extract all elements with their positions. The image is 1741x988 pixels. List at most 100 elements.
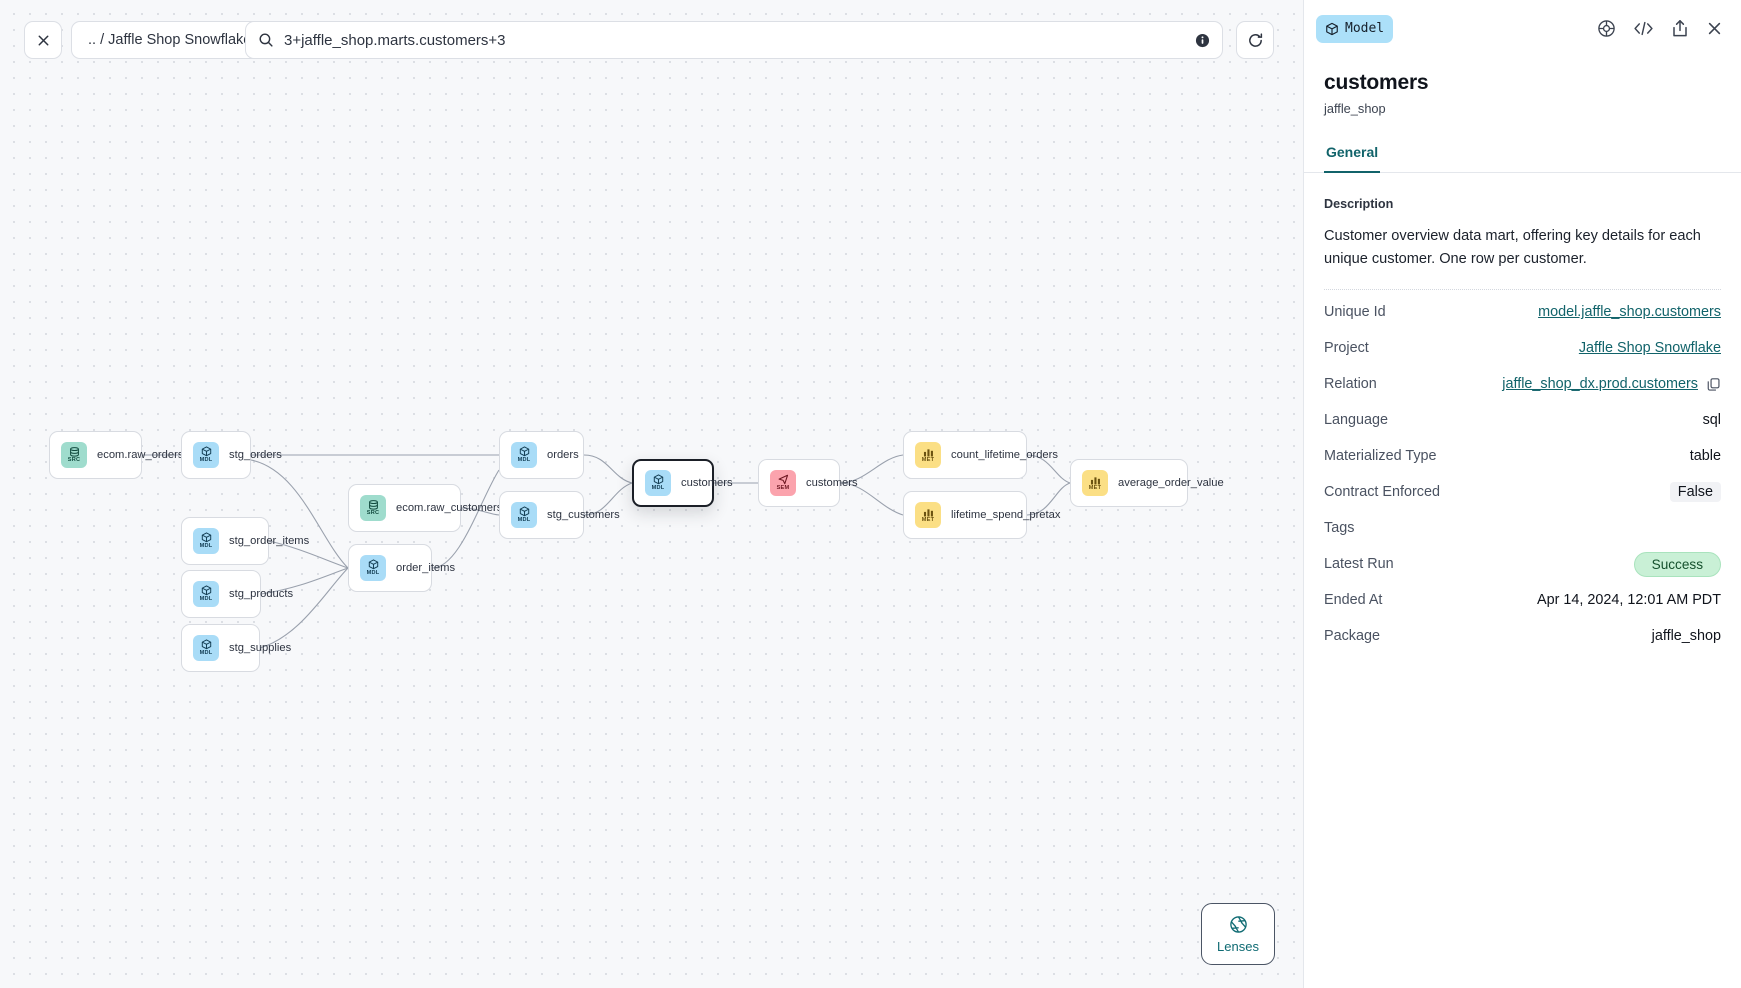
graph-node-label: count_lifetime_orders [951, 449, 1058, 461]
graph-node-orders[interactable]: MDL orders [499, 431, 584, 479]
mdl-badge-icon: MDL [511, 502, 537, 528]
mdl-badge-icon: MDL [193, 635, 219, 661]
metadata-value: sql [1703, 412, 1721, 428]
graph-node-label: average_order_value [1118, 477, 1224, 489]
graph-node-label: lifetime_spend_pretax [951, 509, 1061, 521]
search-icon [258, 32, 274, 48]
graph-node-ecom_raw_customers[interactable]: SRC ecom.raw_customers [348, 484, 502, 532]
entity-subtitle: jaffle_shop [1324, 101, 1386, 116]
search-bar[interactable]: 3+jaffle_shop.marts.customers+3 [245, 21, 1223, 59]
graph-node-label: stg_order_items [229, 535, 310, 547]
graph-node-label: customers [681, 477, 733, 489]
graph-node-customers_model[interactable]: MDL customers [632, 459, 733, 507]
close-icon[interactable] [1706, 20, 1723, 37]
metadata-row: Materialized Type table [1324, 438, 1721, 474]
mdl-badge-icon: MDL [360, 555, 386, 581]
close-graph-button[interactable] [24, 21, 62, 59]
description-text: Customer overview data mart, offering ke… [1324, 228, 1701, 267]
metadata-value[interactable]: model.jaffle_shop.customers [1538, 304, 1721, 320]
model-type-label: Model [1345, 21, 1385, 36]
aperture-icon [1229, 915, 1248, 934]
divider [1324, 289, 1721, 291]
graph-node-label: ecom.raw_orders [97, 449, 184, 461]
breadcrumb[interactable]: .. / Jaffle Shop Snowflake [71, 21, 269, 59]
lineage-canvas[interactable]: .. / Jaffle Shop Snowflake 3+jaffle_shop… [0, 0, 1303, 988]
graph-node-customers_semantic[interactable]: SEM customers [758, 459, 858, 507]
search-input[interactable]: 3+jaffle_shop.marts.customers+3 [284, 31, 506, 49]
metadata-key: Package [1324, 628, 1381, 645]
graph-node-label: customers [806, 477, 858, 489]
metadata-key: Language [1324, 412, 1389, 429]
metadata-key: Project [1324, 340, 1369, 357]
graph-node-label: stg_products [229, 588, 294, 600]
refresh-button[interactable] [1236, 21, 1274, 59]
metadata-value-text: Jaffle Shop Snowflake [1578, 340, 1721, 357]
graph-node-ecom_raw_orders[interactable]: SRC ecom.raw_orders [49, 431, 183, 479]
page-title: customers [1324, 71, 1429, 94]
graph-node-stg_order_items[interactable]: MDL stg_order_items [181, 517, 309, 565]
graph-node-label: ecom.raw_customers [396, 502, 503, 514]
tab-general[interactable]: General [1324, 138, 1381, 173]
graph-node-label: stg_supplies [229, 642, 292, 654]
metadata-value: False [1669, 482, 1721, 503]
close-icon [36, 33, 51, 48]
metadata-row: Tags [1324, 510, 1721, 546]
breadcrumb-label: .. / Jaffle Shop Snowflake [88, 32, 252, 48]
graph-node-stg_orders[interactable]: MDL stg_orders [181, 431, 282, 479]
panel-body: Description Customer overview data mart,… [1304, 173, 1741, 654]
copy-icon[interactable] [1706, 377, 1721, 392]
lenses-button[interactable]: Lenses [1201, 903, 1275, 965]
graph-node-label: stg_orders [229, 449, 282, 461]
mdl-badge-icon: MDL [511, 442, 537, 468]
share-icon[interactable] [1671, 19, 1689, 38]
description-label: Description [1324, 197, 1394, 211]
mdl-badge-icon: MDL [193, 528, 219, 554]
metadata-key: Latest Run [1324, 556, 1394, 573]
metadata-value: jaffle_shop [1652, 628, 1721, 644]
src-badge-icon: SRC [360, 495, 386, 521]
lens-icon[interactable] [1597, 19, 1616, 38]
panel-heading: customers jaffle_shop [1304, 57, 1741, 116]
graph-node-stg_supplies[interactable]: MDL stg_supplies [181, 624, 291, 672]
src-badge-icon: SRC [61, 442, 87, 468]
metadata-value: Apr 14, 2024, 12:01 AM PDT [1537, 592, 1721, 608]
cube-icon [1325, 22, 1339, 36]
lenses-label: Lenses [1217, 938, 1259, 954]
panel-tabs: General [1304, 138, 1741, 173]
metadata-row: Ended At Apr 14, 2024, 12:01 AM PDT [1324, 582, 1721, 618]
metadata-key: Materialized Type [1324, 448, 1437, 465]
panel-actions [1597, 19, 1723, 38]
details-panel: Model [1303, 0, 1741, 988]
metadata-value: table [1690, 448, 1721, 464]
graph-node-label: orders [547, 449, 579, 461]
metadata-key: Tags [1324, 520, 1355, 537]
code-icon[interactable] [1633, 19, 1654, 38]
metadata-value-text: jaffle_shop_dx.prod.customers [1502, 376, 1698, 393]
metadata-value-text: model.jaffle_shop.customers [1538, 304, 1721, 321]
info-icon[interactable] [1195, 33, 1210, 48]
metadata-value[interactable]: jaffle_shop_dx.prod.customers [1502, 376, 1721, 392]
graph-node-lifetime_spend_pretax[interactable]: MET lifetime_spend_pretax [903, 491, 1060, 539]
mdl-badge-icon: MDL [193, 442, 219, 468]
metadata-key: Ended At [1324, 592, 1383, 609]
metadata-value-text: False [1669, 482, 1721, 503]
model-type-badge: Model [1316, 14, 1394, 43]
sem-badge-icon: SEM [770, 470, 796, 496]
mdl-badge-icon: MDL [645, 470, 671, 496]
graph-node-stg_customers[interactable]: MDL stg_customers [499, 491, 620, 539]
graph-node-label: stg_customers [547, 509, 620, 521]
mdl-badge-icon: MDL [193, 581, 219, 607]
metadata-row: Language sql [1324, 402, 1721, 438]
met-badge-icon: MET [915, 502, 941, 528]
graph-node-stg_products[interactable]: MDL stg_products [181, 570, 293, 618]
metadata-value[interactable]: Jaffle Shop Snowflake [1579, 340, 1721, 356]
metadata-value-text: Apr 14, 2024, 12:01 AM PDT [1537, 592, 1721, 609]
